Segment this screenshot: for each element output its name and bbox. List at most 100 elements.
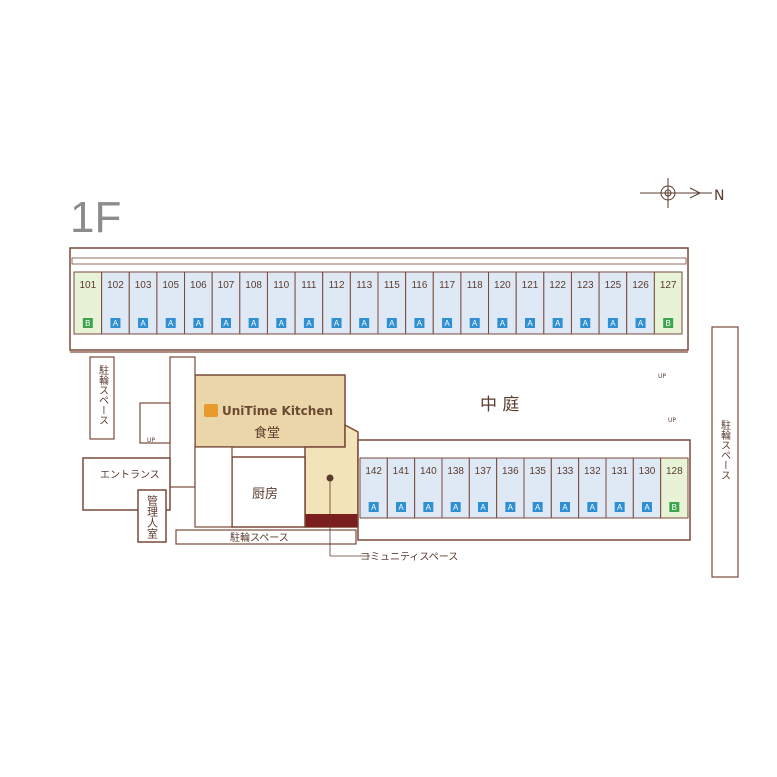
room-type-badge: [614, 502, 625, 512]
room-type-label: A: [426, 503, 432, 512]
south-stair-up-label: UP: [668, 417, 676, 424]
room-type-badge: [663, 318, 674, 328]
room-type-label: A: [472, 319, 478, 328]
room-number: 138: [447, 466, 464, 477]
room-type-label: A: [562, 503, 568, 512]
room-type-badge: [497, 318, 508, 328]
room-number: 106: [190, 280, 207, 291]
room-number: 112: [329, 280, 345, 291]
room-type-badge: [368, 502, 379, 512]
room-type-label: A: [334, 319, 340, 328]
room-type-label: A: [362, 319, 368, 328]
room-type-label: A: [638, 319, 644, 328]
room-type-label: A: [480, 503, 486, 512]
room-type-label: A: [644, 503, 650, 512]
room-type-badge: [414, 318, 425, 328]
room-number: 142: [365, 466, 382, 477]
bike-parking-south: [175, 529, 357, 545]
room-type-badge: [469, 318, 480, 328]
bike-parking-south-label: 駐輪スペース: [230, 531, 289, 544]
north-balcony: [71, 257, 687, 265]
manager-room: [137, 489, 167, 543]
room-type-label: A: [590, 503, 596, 512]
room-type-badge: [138, 318, 149, 328]
room-type-label: A: [583, 319, 589, 328]
room-type-label: A: [527, 319, 533, 328]
room-type-badge: [303, 318, 314, 328]
courtyard-label: 中 庭: [480, 395, 519, 415]
room-number: 140: [420, 466, 437, 477]
room-type-badge: [331, 318, 342, 328]
left-hall: [169, 356, 196, 488]
room-type-badge: [635, 318, 646, 328]
room-number: 102: [107, 280, 124, 291]
service-room: [194, 446, 233, 528]
room-number: 131: [611, 466, 628, 477]
manager-room-label: 管理人室: [146, 494, 159, 539]
room-type-badge: [165, 318, 176, 328]
room-number: 122: [549, 280, 566, 291]
room-type-label: A: [508, 503, 514, 512]
compass-north-label: N: [714, 188, 724, 204]
community-space-marker: [326, 474, 334, 482]
room-number: 111: [301, 280, 317, 291]
brand-label: UniTime Kitchen: [222, 404, 333, 418]
kitchen-label: 厨房: [252, 486, 278, 502]
room-type-label: A: [306, 319, 312, 328]
room-number: 115: [384, 280, 400, 291]
room-type-badge: [248, 318, 259, 328]
room-type-badge: [221, 318, 231, 328]
room-number: 126: [632, 280, 649, 291]
room-number: 127: [660, 280, 677, 291]
room-type-label: A: [610, 319, 616, 328]
room-type-badge: [276, 318, 287, 328]
courtyard-area: [345, 360, 690, 440]
room-type-label: A: [223, 319, 229, 328]
room-type-label: B: [672, 503, 677, 512]
room-type-badge: [560, 502, 570, 512]
room-type-badge: [386, 318, 397, 328]
room-type-label: B: [85, 319, 90, 328]
compass-icon: [640, 178, 712, 208]
room-number: 132: [584, 466, 601, 477]
room-type-label: A: [453, 503, 459, 512]
room-type-label: A: [113, 319, 119, 328]
room-type-label: A: [500, 319, 506, 328]
room-number: 108: [245, 280, 262, 291]
room-type-badge: [580, 318, 591, 328]
